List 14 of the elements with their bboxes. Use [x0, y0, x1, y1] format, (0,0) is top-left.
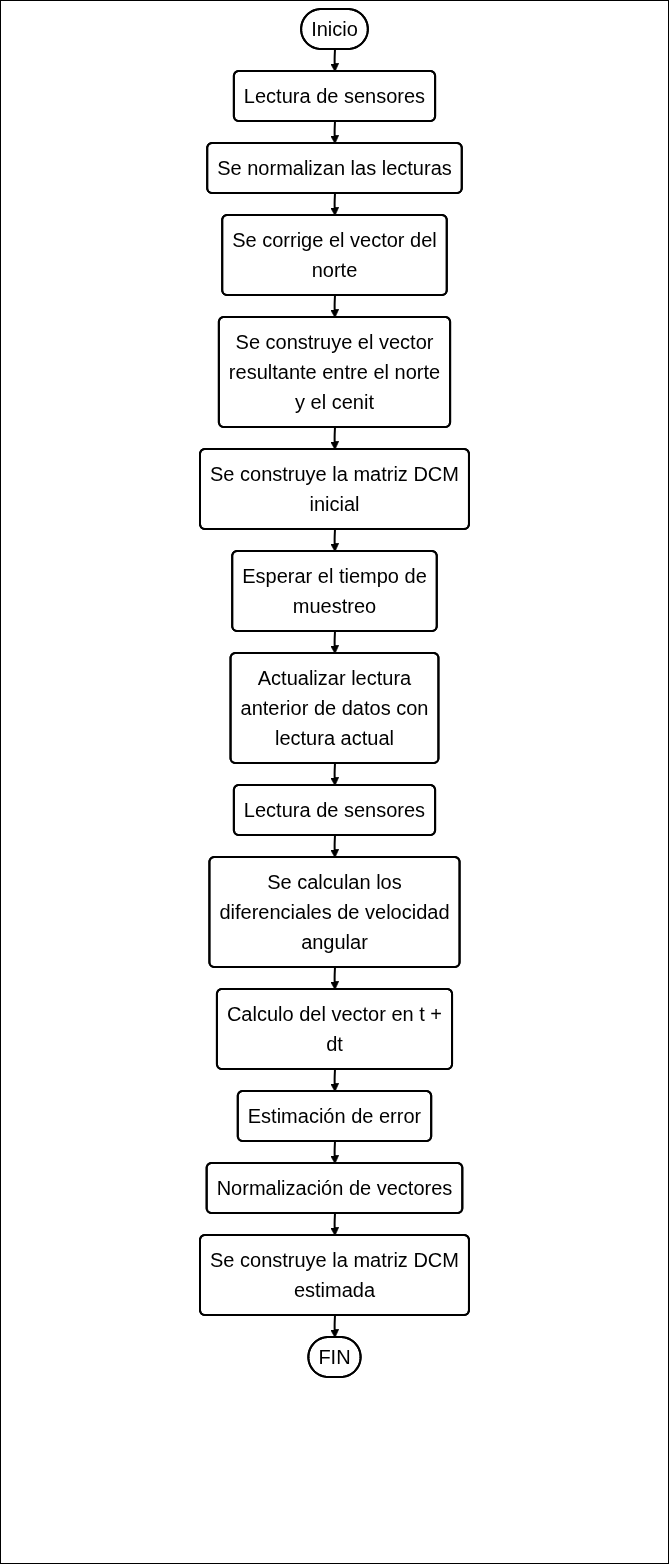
arrow: [330, 1212, 340, 1236]
arrow: [330, 192, 340, 216]
arrow: [330, 834, 340, 858]
arrow: [330, 426, 340, 450]
arrow: [330, 630, 340, 654]
arrow: [330, 48, 340, 72]
arrow: [330, 294, 340, 318]
arrow: [330, 1068, 340, 1092]
arrow: [330, 1314, 340, 1338]
arrow: [330, 120, 340, 144]
arrow: [330, 1140, 340, 1164]
arrow: [330, 762, 340, 786]
arrow: [330, 966, 340, 990]
arrow: [330, 528, 340, 552]
